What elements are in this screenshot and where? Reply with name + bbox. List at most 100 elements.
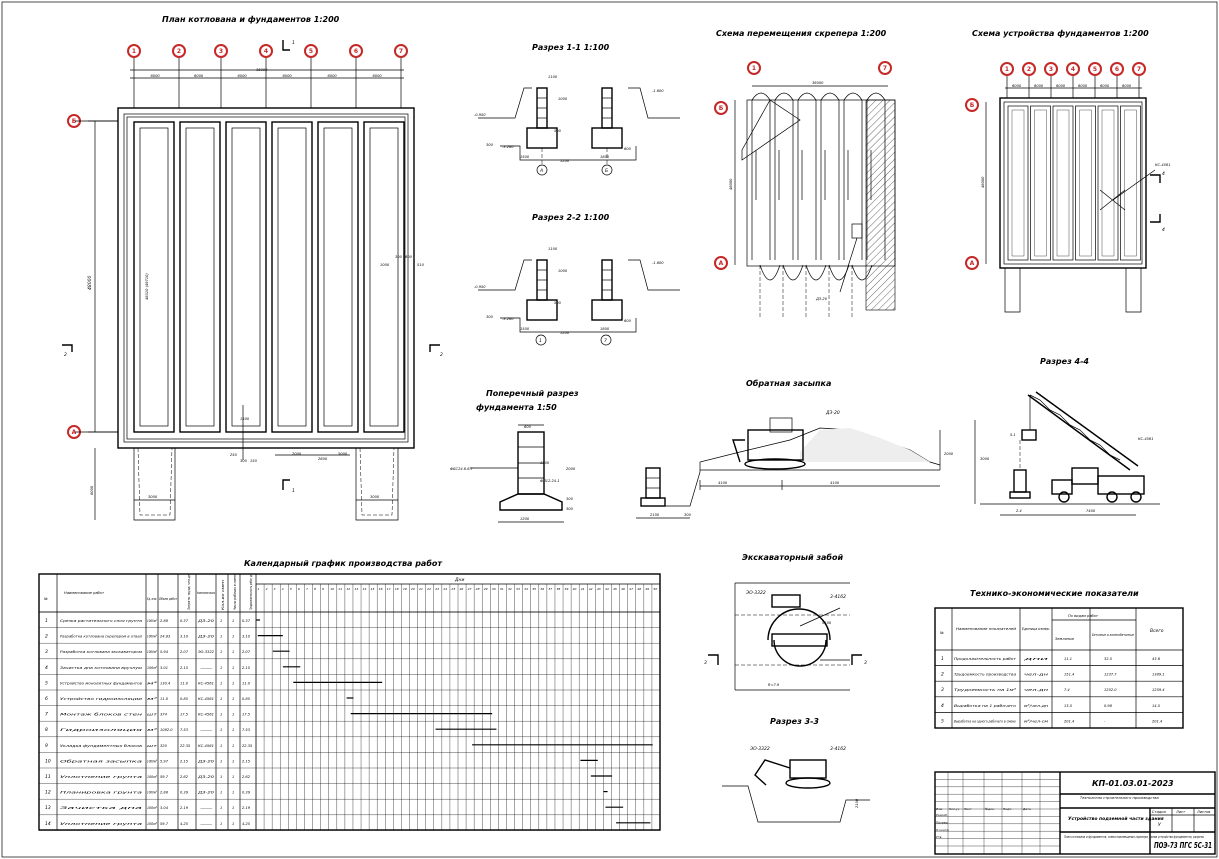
svg-text:130.4: 130.4: [160, 681, 171, 685]
svg-text:Б: Б: [605, 168, 608, 174]
svg-text:2: 2: [177, 48, 181, 55]
svg-text:9: 9: [45, 743, 48, 749]
cross-sec-title: Поперечный разрез: [486, 389, 579, 398]
plan-dim-top: 6000: [238, 74, 248, 78]
foundation-strip: [179, 121, 221, 433]
svg-text:37: 37: [548, 587, 552, 591]
found-axis-4: 4: [1066, 62, 1080, 76]
plan-dim-top: 6000: [194, 74, 204, 78]
svg-text:ДЗ-20: ДЗ-20: [815, 297, 828, 301]
svg-text:1: 1: [220, 713, 222, 717]
plan-axis-5: 5: [304, 44, 318, 58]
svg-text:Срезка растительного слоя грун: Срезка растительного слоя грунта: [60, 619, 142, 623]
svg-text:34: 34: [524, 587, 528, 591]
svg-text:29: 29: [484, 587, 488, 591]
svg-text:Трудоемкость на 1м³: Трудоемкость на 1м³: [954, 688, 1017, 692]
plan-axis-1: 1: [127, 44, 141, 58]
svg-text:43.6: 43.6: [1152, 657, 1161, 661]
section-2-2: Разрез 2-2 1:100 1 7 -0.950-1.600-3.2603…: [474, 213, 680, 346]
svg-text:100м³: 100м³: [147, 666, 158, 670]
svg-text:24.83: 24.83: [160, 635, 171, 639]
stamp-title: Устройство подземной части здания: [1068, 816, 1164, 822]
plan-label: 2600: [318, 457, 328, 461]
svg-text:Б: Б: [970, 102, 975, 109]
section-1-1: Разрез 1-1 1:100 А Б -0.950-1.600-3.2603…: [474, 43, 680, 176]
excavator-face: Экскаваторный забой ЭО-3322 3-4162 5100 …: [704, 552, 867, 691]
svg-text:14: 14: [45, 821, 51, 827]
svg-text:28: 28: [476, 587, 480, 591]
plan-dim-top: 6000: [283, 74, 293, 78]
svg-text:ДЗ-20: ДЗ-20: [197, 775, 215, 779]
work-schedule: Календарный график производства работ №Н…: [38, 558, 661, 831]
svg-text:2.19: 2.19: [242, 806, 251, 810]
plan-axis-b: Б: [67, 114, 81, 128]
scheme-move-title: Схема перемещения скрепера 1:200: [716, 29, 887, 38]
svg-text:1000м³: 1000м³: [147, 650, 157, 654]
svg-text:1: 1: [232, 681, 234, 685]
plan-label: 600: [405, 255, 413, 259]
svg-text:А: А: [719, 260, 724, 267]
svg-text:31: 31: [500, 587, 504, 591]
found-axis-2: 2: [1022, 62, 1036, 76]
svg-text:1: 1: [45, 618, 48, 624]
plan-label: 250: [230, 453, 238, 457]
stamp-role: Провер.: [936, 820, 949, 824]
svg-text:41: 41: [581, 587, 585, 591]
svg-text:ЭО-3322: ЭО-3322: [197, 650, 215, 654]
svg-text:7.4: 7.4: [1064, 688, 1070, 692]
svg-text:м³/чел-см: м³/чел-см: [1024, 719, 1048, 723]
plan-dim-bl: 3000: [148, 495, 158, 499]
foundation-cross-section: Поперечный разрез фундамента 1:50 600ФБС…: [450, 389, 579, 523]
svg-text:1: 1: [132, 48, 136, 55]
svg-text:13.5: 13.5: [1064, 704, 1073, 708]
svg-text:м³/чел-дн: м³/чел-дн: [1024, 704, 1049, 708]
plan-label: 300: [395, 255, 403, 259]
sched-h-labor: Затраты труда, чел-дн: [187, 573, 191, 610]
plan-label: 5000: [338, 452, 348, 456]
svg-text:48: 48: [637, 587, 641, 591]
svg-text:1: 1: [941, 656, 944, 662]
tep-h-total: Всего: [1150, 628, 1164, 634]
svg-text:24: 24: [443, 587, 447, 591]
svg-text:1: 1: [232, 775, 234, 779]
svg-text:1: 1: [232, 619, 234, 623]
plan-dim-inner: 48310 (49710): [145, 273, 149, 300]
svg-text:3.10: 3.10: [180, 635, 189, 639]
svg-text:Лист: Лист: [1175, 810, 1186, 814]
section-3-3: Разрез 3-3 ЭО-3322 3-4162 2100: [722, 717, 870, 823]
svg-text:1000м³: 1000м³: [147, 759, 157, 763]
sched-h-vol: Объем работ: [159, 597, 178, 601]
svg-text:Обратная засыпка: Обратная засыпка: [60, 759, 142, 763]
svg-text:5: 5: [45, 680, 48, 686]
sec22-label: -3.260: [502, 317, 514, 321]
sec11-label: 600: [624, 147, 632, 151]
sched-h-machine: Наименование машины: [197, 591, 215, 595]
svg-text:1: 1: [232, 635, 234, 639]
cut-mark-1-top: 1: [292, 40, 295, 46]
svg-text:1: 1: [220, 681, 222, 685]
backfill-label: 4100: [718, 481, 728, 485]
svg-text:12: 12: [346, 587, 350, 591]
move-axis-1: 1: [747, 61, 761, 75]
plan-dim-top: 6000: [151, 74, 161, 78]
svg-text:4: 4: [1162, 227, 1165, 233]
sched-h-unit: Ед. изм.: [147, 597, 157, 601]
svg-text:ЭО-3322: ЭО-3322: [745, 590, 766, 596]
svg-text:КС-4561: КС-4561: [198, 697, 214, 701]
svg-text:Б: Б: [72, 118, 77, 125]
sec11-label: -1.600: [652, 89, 664, 93]
plan-view: План котлована и фундаментов 1:200 48000…: [62, 15, 443, 521]
backfill-label: 2000: [944, 452, 954, 456]
schedule-title: Календарный график производства работ: [244, 558, 443, 568]
sec22-label: 600: [624, 319, 632, 323]
svg-text:374: 374: [160, 713, 168, 717]
svg-text:13: 13: [354, 587, 358, 591]
svg-text:1000м²: 1000м²: [147, 791, 157, 795]
svg-text:Гидроизоляция: Гидроизоляция: [60, 728, 144, 732]
svg-text:11.1: 11.1: [1064, 657, 1072, 661]
